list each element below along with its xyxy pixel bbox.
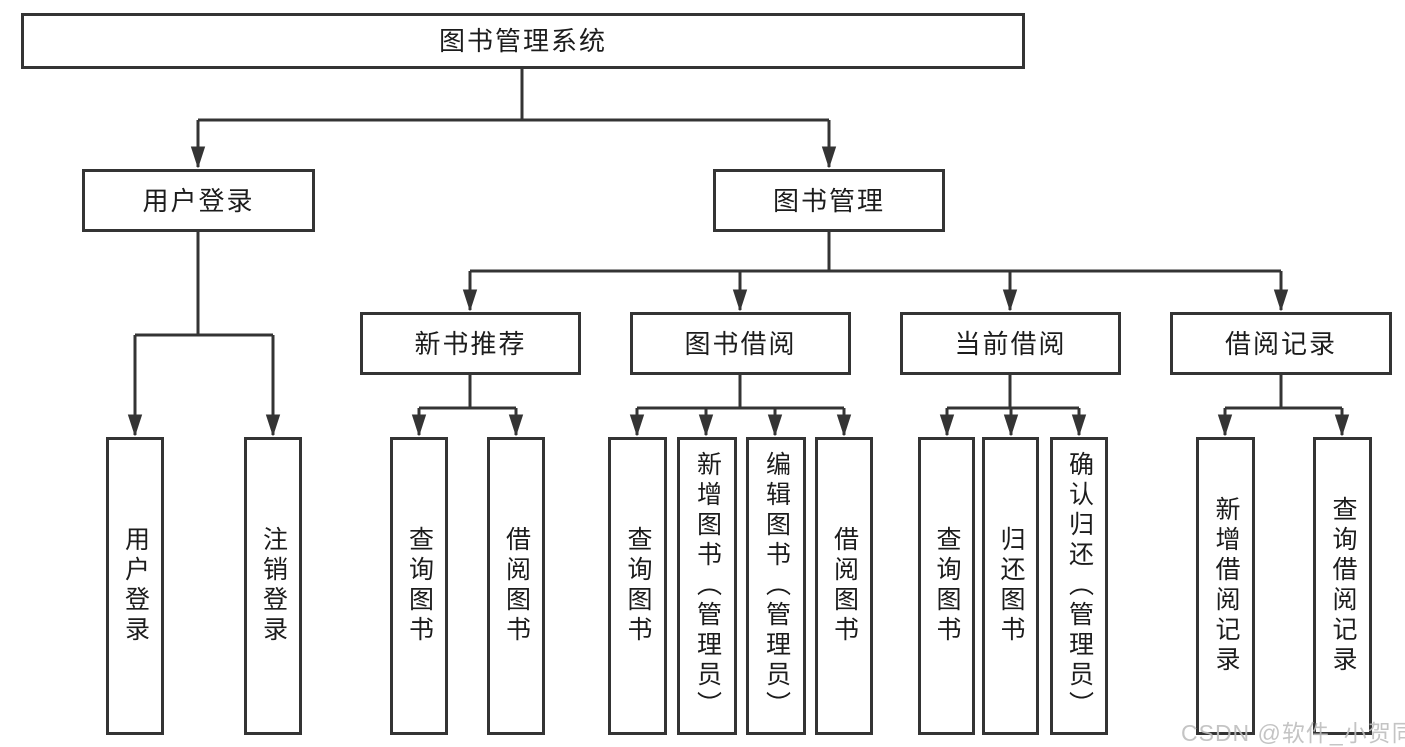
leaf-query-borrow-record: 查询借阅记录 <box>1313 437 1372 735</box>
leaf-query-books-borrowing-label: 查询图书 <box>624 526 652 646</box>
watermark: CSDN @软件_小贺同学 <box>1181 720 1405 746</box>
leaf-confirm-return-admin-label: 确认归还（管理员） <box>1065 451 1094 721</box>
leaf-borrow-books-borrowing: 借阅图书 <box>815 437 873 735</box>
leaf-logout-login: 注销登录 <box>244 437 302 735</box>
leaf-query-books-recommend-label: 查询图书 <box>405 526 434 646</box>
leaf-logout-login-label: 注销登录 <box>259 526 288 646</box>
leaf-return-books: 归还图书 <box>982 437 1039 735</box>
node-current-borrowing: 当前借阅 <box>900 312 1121 375</box>
leaf-edit-books-admin-label: 编辑图书（管理员） <box>762 451 791 721</box>
leaf-return-books-label: 归还图书 <box>997 526 1025 646</box>
node-new-book-recommend: 新书推荐 <box>360 312 581 375</box>
node-borrowing-records: 借阅记录 <box>1170 312 1392 375</box>
leaf-borrow-books-recommend-label: 借阅图书 <box>502 526 531 646</box>
leaf-confirm-return-admin: 确认归还（管理员） <box>1050 437 1108 735</box>
leaf-edit-books-admin: 编辑图书（管理员） <box>746 437 806 735</box>
leaf-add-borrow-record: 新增借阅记录 <box>1196 437 1255 735</box>
node-book-borrowing: 图书借阅 <box>630 312 851 375</box>
leaf-add-books-admin-label: 新增图书（管理员） <box>693 451 722 721</box>
leaf-add-borrow-record-label: 新增借阅记录 <box>1212 496 1240 676</box>
leaf-borrow-books-recommend: 借阅图书 <box>487 437 545 735</box>
leaf-query-books-borrowing: 查询图书 <box>608 437 667 735</box>
node-book-management: 图书管理 <box>713 169 945 232</box>
leaf-user-login-label: 用户登录 <box>121 526 150 646</box>
leaf-query-books-current: 查询图书 <box>918 437 975 735</box>
node-user-login-branch: 用户登录 <box>82 169 315 232</box>
leaf-user-login: 用户登录 <box>106 437 164 735</box>
leaf-query-books-recommend: 查询图书 <box>390 437 448 735</box>
leaf-add-books-admin: 新增图书（管理员） <box>677 437 737 735</box>
node-root: 图书管理系统 <box>21 13 1025 69</box>
leaf-query-borrow-record-label: 查询借阅记录 <box>1329 496 1357 676</box>
leaf-borrow-books-borrowing-label: 借阅图书 <box>830 526 859 646</box>
leaf-query-books-current-label: 查询图书 <box>933 526 961 646</box>
